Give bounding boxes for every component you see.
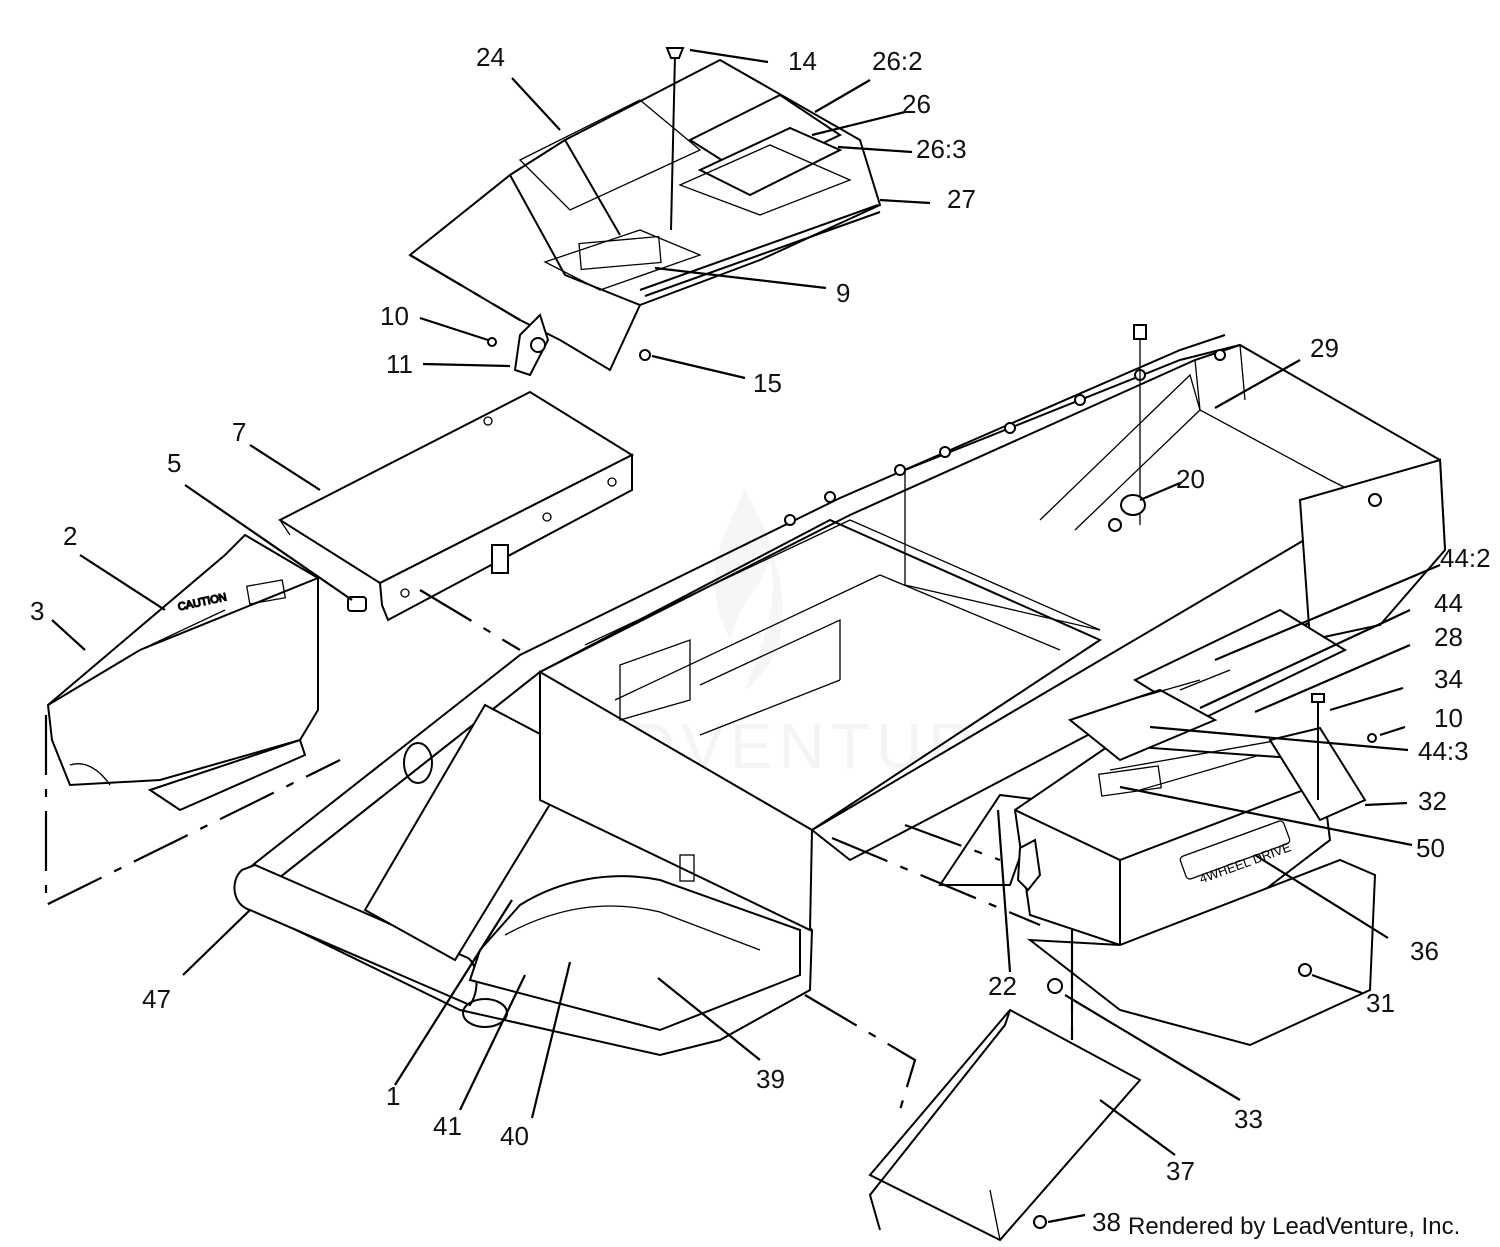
callout-numbers: 24 14 26:2 26 26:3 27 9 10 11 15 7 5 2 3… — [30, 42, 1491, 1237]
callout-34: 34 — [1434, 664, 1463, 694]
callout-22: 22 — [988, 971, 1017, 1001]
callout-15: 15 — [753, 368, 782, 398]
leader-lines — [51, 48, 1441, 1224]
callout-39: 39 — [756, 1064, 785, 1094]
callout-40: 40 — [500, 1121, 529, 1151]
panel-7 — [277, 390, 635, 622]
callout-37: 37 — [1166, 1156, 1195, 1186]
main-frame — [233, 324, 1447, 1057]
callout-26-2: 26:2 — [872, 46, 923, 76]
callout-31: 31 — [1366, 988, 1395, 1018]
callout-20: 20 — [1176, 464, 1205, 494]
callout-5: 5 — [167, 448, 181, 478]
callout-41: 41 — [433, 1111, 462, 1141]
step-37 — [868, 1008, 1142, 1242]
credit-line: Rendered by LeadVenture, Inc. — [1128, 1213, 1460, 1240]
callout-38: 38 — [1092, 1207, 1121, 1237]
callout-27: 27 — [947, 184, 976, 214]
callout-11: 11 — [386, 349, 413, 379]
callout-28: 28 — [1434, 622, 1463, 652]
callout-47: 47 — [142, 984, 171, 1014]
console-cover-24 — [408, 47, 882, 377]
callout-10-right: 10 — [1434, 703, 1463, 733]
callout-44-3: 44:3 — [1418, 736, 1469, 766]
callout-9: 9 — [836, 278, 850, 308]
callout-36: 36 — [1410, 936, 1439, 966]
callout-50: 50 — [1416, 833, 1445, 863]
callout-26-3: 26:3 — [916, 134, 967, 164]
left-guard: CAUTION — [46, 533, 319, 812]
callout-29: 29 — [1310, 333, 1339, 363]
callout-10-top: 10 — [380, 301, 409, 331]
callout-26: 26 — [902, 89, 931, 119]
callout-3: 3 — [30, 596, 44, 626]
callout-14: 14 — [788, 46, 817, 76]
callout-33: 33 — [1234, 1104, 1263, 1134]
leadventure-flame-icon — [714, 490, 783, 690]
callout-1: 1 — [386, 1081, 400, 1111]
callout-44-2: 44:2 — [1440, 543, 1491, 573]
frame-bolts — [784, 349, 1382, 526]
bolt-20 — [1108, 324, 1147, 532]
callout-2: 2 — [63, 521, 77, 551]
assembly-lines — [44, 254, 1074, 1111]
callout-32: 32 — [1418, 786, 1447, 816]
callout-24: 24 — [476, 42, 505, 72]
callout-44: 44 — [1434, 588, 1463, 618]
callout-7: 7 — [232, 417, 246, 447]
